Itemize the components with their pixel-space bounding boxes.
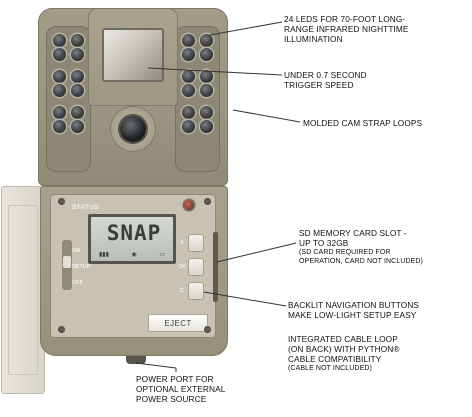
nav-button-down[interactable] <box>188 282 204 300</box>
power-port[interactable] <box>126 356 146 364</box>
lens-mount <box>110 106 156 152</box>
lcd-icons: ▮▮▮ ◉ ▭ <box>99 251 165 258</box>
switch-label-off: OFF <box>72 280 83 286</box>
nav-mark-ok: OK <box>178 264 186 270</box>
ir-led-icon <box>71 48 84 61</box>
ir-led-icon <box>53 34 66 47</box>
ir-led-icon <box>71 34 84 47</box>
mode-switch[interactable] <box>62 240 72 290</box>
lcd-text: SNAP <box>106 221 162 245</box>
ir-led-icon <box>53 106 66 119</box>
ir-sensor-block <box>88 8 178 106</box>
mode-switch-knob[interactable] <box>63 256 71 268</box>
ir-led-icon <box>182 120 195 133</box>
leader-line-sd <box>216 242 297 263</box>
ir-window <box>102 28 164 82</box>
ir-led-icon <box>71 84 84 97</box>
ir-led-icon <box>53 70 66 83</box>
nav-button-up[interactable] <box>188 234 204 252</box>
ir-led-icon <box>200 120 213 133</box>
ir-led-icon <box>182 70 195 83</box>
ir-led-icon <box>182 34 195 47</box>
ir-led-icon <box>200 84 213 97</box>
callout-power: POWER PORT FOR OPTIONAL EXTERNAL POWER S… <box>136 374 226 404</box>
ir-led-icon <box>71 70 84 83</box>
sd-card-icon: ▭ <box>159 252 165 258</box>
callout-leds: 24 LEDS FOR 70-FOOT LONG- RANGE INFRARED… <box>284 14 409 44</box>
nav-mark-a: A <box>180 240 184 246</box>
ir-led-icon <box>182 106 195 119</box>
screw-icon <box>58 198 65 205</box>
nav-button-ok[interactable] <box>188 258 204 276</box>
status-label: STATUS <box>72 204 99 211</box>
ir-led-icon <box>71 120 84 133</box>
status-indicator <box>184 200 194 210</box>
callout-cable: INTEGRATED CABLE LOOP (ON BACK) WITH PYT… <box>288 334 400 372</box>
screw-icon <box>204 326 211 333</box>
callout-trigger: UNDER 0.7 SECOND TRIGGER SPEED <box>284 70 367 90</box>
battery-icon: ▮▮▮ <box>99 252 109 258</box>
leader-line-strap <box>232 109 301 123</box>
ir-led-icon <box>200 48 213 61</box>
ir-led-icon <box>53 84 66 97</box>
ir-led-icon <box>53 48 66 61</box>
ir-led-icon <box>200 34 213 47</box>
eject-button[interactable]: EJECT <box>148 314 208 332</box>
ir-led-icon <box>182 84 195 97</box>
callout-nav: BACKLIT NAVIGATION BUTTONS MAKE LOW-LIGH… <box>288 300 420 320</box>
led-array-left <box>46 26 91 172</box>
side-door <box>1 186 45 394</box>
ir-led-icon <box>200 70 213 83</box>
lcd-screen: SNAP ▮▮▮ ◉ ▭ <box>88 214 176 264</box>
switch-label-on: ON <box>72 248 81 254</box>
ir-led-icon <box>182 48 195 61</box>
led-array-right <box>175 26 220 172</box>
ir-led-icon <box>71 106 84 119</box>
camera-upper-housing <box>38 8 228 186</box>
sd-card-slot[interactable] <box>213 232 218 302</box>
nav-mark-c: C <box>180 288 184 294</box>
side-door-frame <box>8 205 38 375</box>
camera-lens <box>120 116 146 142</box>
screw-icon <box>204 198 211 205</box>
switch-label-setup: SETUP <box>72 264 91 270</box>
ir-led-icon <box>200 106 213 119</box>
screw-icon <box>58 326 65 333</box>
callout-sd: SD MEMORY CARD SLOT - UP TO 32GB (SD CAR… <box>299 228 423 265</box>
ir-led-icon <box>53 120 66 133</box>
camera-icon: ◉ <box>131 252 137 258</box>
callout-strap: MOLDED CAM STRAP LOOPS <box>303 118 423 128</box>
